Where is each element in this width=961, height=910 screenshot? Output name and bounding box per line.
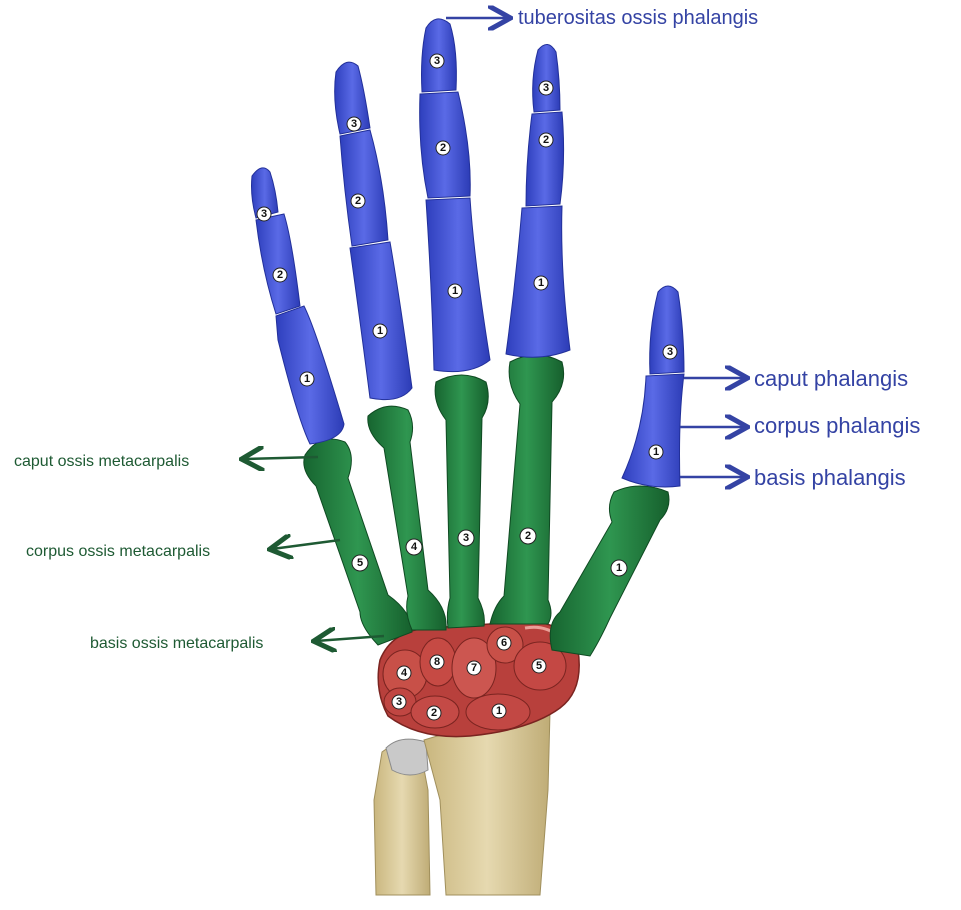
- marker-middle-3: 3: [430, 54, 444, 68]
- svg-text:1: 1: [538, 277, 544, 289]
- svg-text:2: 2: [525, 530, 531, 542]
- marker-ring-3: 3: [347, 117, 361, 131]
- metacarpal-bones: [304, 355, 669, 656]
- phalanx-2-middle: [526, 112, 564, 206]
- svg-text:2: 2: [277, 269, 283, 281]
- marker-carpal-1: 1: [492, 704, 506, 718]
- marker-middle-2: 2: [436, 141, 450, 155]
- marker-index-2: 2: [539, 133, 553, 147]
- svg-text:8: 8: [434, 656, 440, 668]
- arrow-corpus-metacarpalis: [272, 540, 340, 549]
- svg-text:3: 3: [463, 532, 469, 544]
- marker-metacarpal-5: 5: [352, 555, 368, 571]
- svg-text:1: 1: [653, 446, 659, 458]
- marker-carpal-5: 5: [532, 659, 546, 673]
- svg-text:7: 7: [471, 662, 477, 674]
- svg-text:4: 4: [411, 541, 418, 553]
- label-corpus-metacarpalis: corpus ossis metacarpalis: [26, 543, 210, 560]
- marker-metacarpal-3: 3: [458, 530, 474, 546]
- svg-text:3: 3: [667, 346, 673, 358]
- label-corpus-phalangis: corpus phalangis: [754, 413, 920, 438]
- marker-ring-1: 1: [373, 324, 387, 338]
- svg-text:1: 1: [304, 373, 310, 385]
- phalanx-4-proximal: [350, 242, 412, 400]
- phalanx-5-middle: [256, 214, 300, 314]
- svg-text:5: 5: [357, 557, 363, 569]
- svg-text:4: 4: [401, 667, 408, 679]
- forearm-bones: [374, 712, 550, 895]
- phalanx-1-proximal: [622, 374, 684, 487]
- marker-carpal-6: 6: [497, 636, 511, 650]
- svg-text:2: 2: [355, 195, 361, 207]
- svg-text:2: 2: [431, 707, 437, 719]
- svg-text:1: 1: [452, 285, 458, 297]
- svg-text:3: 3: [543, 82, 549, 94]
- radius: [424, 712, 550, 895]
- metacarpal-3: [435, 375, 488, 628]
- svg-text:2: 2: [440, 142, 446, 154]
- svg-text:3: 3: [351, 118, 357, 130]
- svg-text:1: 1: [616, 562, 622, 574]
- marker-middle-1: 1: [448, 284, 462, 298]
- marker-carpal-8: 8: [430, 655, 444, 669]
- marker-little-1: 1: [300, 372, 314, 386]
- phalanx-4-middle: [340, 130, 388, 246]
- phalanx-2-distal: [533, 44, 560, 112]
- svg-text:3: 3: [396, 696, 402, 708]
- marker-carpal-7: 7: [467, 661, 481, 675]
- svg-text:2: 2: [543, 134, 549, 146]
- phalanx-1-distal: [650, 286, 684, 374]
- marker-thumb-3: 3: [663, 345, 677, 359]
- metacarpal-2: [490, 355, 564, 624]
- marker-thumb-1: 1: [649, 445, 663, 459]
- label-tuberositas: tuberositas ossis phalangis: [518, 7, 758, 29]
- svg-text:1: 1: [377, 325, 383, 337]
- label-caput-metacarpalis: caput ossis metacarpalis: [14, 453, 189, 470]
- marker-index-1: 1: [534, 276, 548, 290]
- metacarpal-1: [550, 486, 669, 656]
- label-basis-metacarpalis: basis ossis metacarpalis: [90, 635, 263, 652]
- marker-little-2: 2: [273, 268, 287, 282]
- marker-carpal-3: 3: [392, 695, 406, 709]
- label-basis-phalangis: basis phalangis: [754, 465, 906, 490]
- ulna-head: [386, 739, 428, 775]
- marker-metacarpal-4: 4: [406, 539, 422, 555]
- svg-text:3: 3: [261, 208, 267, 220]
- marker-carpal-4: 4: [397, 666, 411, 680]
- marker-little-3: 3: [257, 207, 271, 221]
- svg-text:3: 3: [434, 55, 440, 67]
- svg-text:5: 5: [536, 660, 542, 672]
- svg-text:1: 1: [496, 705, 502, 717]
- label-caput-phalangis: caput phalangis: [754, 366, 908, 391]
- marker-ring-2: 2: [351, 194, 365, 208]
- svg-text:6: 6: [501, 637, 507, 649]
- marker-index-3: 3: [539, 81, 553, 95]
- marker-metacarpal-2: 2: [520, 528, 536, 544]
- marker-metacarpal-1: 1: [611, 560, 627, 576]
- marker-carpal-2: 2: [427, 706, 441, 720]
